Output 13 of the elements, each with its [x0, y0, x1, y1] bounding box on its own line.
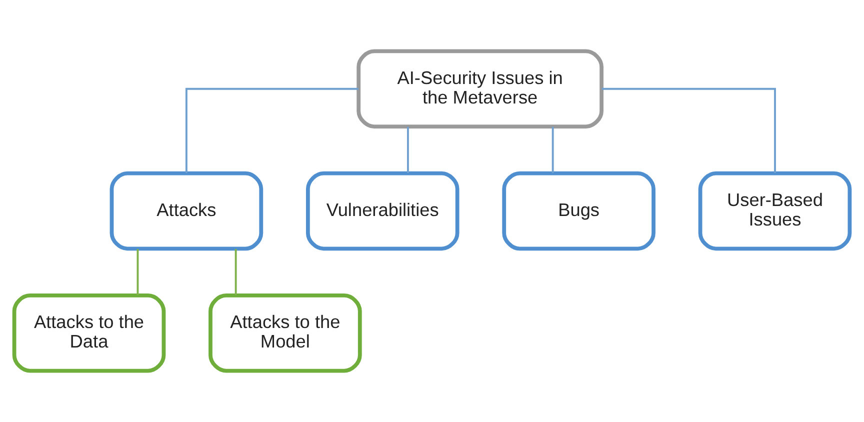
connector: [234, 248, 237, 296]
connector: [136, 248, 139, 296]
node-box: Attacks: [110, 171, 264, 251]
node-box: Vulnerabilities: [306, 171, 460, 251]
node-box: Attacks to the Model: [208, 294, 362, 373]
node-box: User-Based Issues: [698, 171, 852, 251]
connector: [185, 88, 359, 174]
node-box: Attacks to the Data: [12, 294, 166, 373]
node-box: Bugs: [502, 171, 656, 251]
connector: [602, 88, 776, 174]
connector: [406, 126, 409, 174]
node-box: AI-Security Issues in the Metaverse: [356, 49, 604, 128]
connector: [552, 126, 554, 174]
